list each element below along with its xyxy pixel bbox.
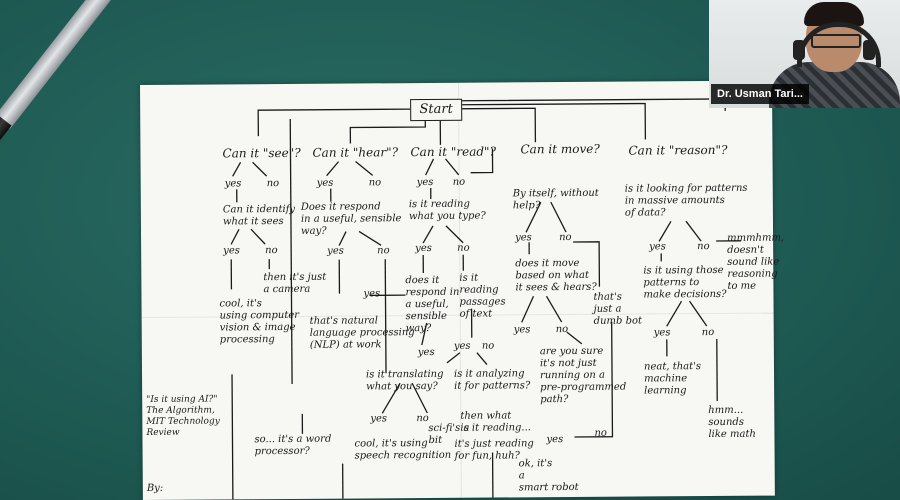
respond-no: no — [377, 245, 390, 257]
flowchart-arrows — [230, 98, 742, 500]
node-passages: is it reading passages of text — [459, 272, 506, 320]
node-nlp: that's natural language processing (NLP)… — [309, 315, 415, 351]
question-read: Can it "read"? — [410, 144, 497, 160]
hear-yes: yes — [316, 177, 334, 189]
node-by-itself: By itself, without help? — [512, 187, 599, 212]
pg-no: no — [594, 427, 607, 439]
node-not-reasoning: mmmhmm, doesn't sound like reasoning to … — [727, 232, 785, 292]
respond-yes: yes — [327, 245, 344, 257]
pt-yes: yes — [649, 241, 666, 253]
question-see: Can it "see"? — [222, 145, 301, 161]
dc-yes: yes — [653, 327, 671, 339]
question-hear: Can it "hear"? — [312, 145, 399, 160]
node-identify: Can it identify what it sees — [222, 203, 296, 228]
node-just-camera: then it's just a camera — [263, 271, 327, 296]
by-label: By: — [146, 482, 164, 494]
question-reason: Can it "reason"? — [628, 142, 728, 158]
pg-yes: yes — [546, 434, 564, 446]
mv-no: no — [559, 231, 572, 244]
mv-yes: yes — [515, 232, 532, 244]
tr-yes: yes — [370, 413, 388, 425]
question-move: Can it move? — [520, 141, 600, 157]
participant-name-label: Dr. Usman Tari... — [711, 84, 809, 104]
node-reading-type: is it reading what you type? — [408, 198, 486, 223]
yes-arrow-label: yes — [363, 288, 381, 300]
node-word-processor: so... it's a word processor? — [254, 433, 332, 458]
node-move-based: does it move based on what it sees & hea… — [515, 257, 597, 294]
see-no: no — [266, 178, 280, 190]
node-machine-learning: neat, that's machine learning — [643, 361, 702, 397]
node-analyzing: is it analyzing it for patterns? — [453, 368, 531, 392]
yes-label-translate: yes — [417, 346, 435, 359]
identify-yes: yes — [223, 245, 240, 257]
read-no: no — [452, 176, 466, 188]
rt-no: no — [457, 242, 470, 254]
participant-video-tile[interactable]: Dr. Usman Tari... — [709, 0, 900, 108]
yes-label-analyze: yes — [453, 340, 471, 352]
node-what-reading: then what is it reading... — [460, 410, 531, 434]
rt-yes: yes — [415, 242, 432, 255]
flowchart-paper: Start Can it "see"? Can it "hear"? Can i… — [140, 80, 784, 500]
node-respond: Does it respond in a useful, sensible wa… — [300, 201, 402, 237]
node-programmed: are you sure it's not just running on a … — [539, 345, 627, 406]
read-yes: yes — [416, 176, 434, 189]
dc-no: no — [701, 326, 715, 339]
see-yes: yes — [224, 178, 242, 190]
pt-no: no — [697, 241, 710, 253]
start-node: Start — [410, 98, 463, 122]
source-credit: "Is it using AI?" The Algorithm, MIT Tec… — [146, 394, 220, 438]
no-label-analyze: no — [481, 340, 495, 352]
node-math: hmm... sounds like math — [708, 404, 756, 441]
node-smart-robot: ok, it's a smart robot — [518, 458, 579, 494]
node-computer-vision: cool, it's using computer vision & image… — [219, 298, 300, 346]
tr-no: no — [416, 412, 429, 425]
node-respond-2: does it respond in a useful, sensible wa… — [405, 274, 460, 335]
node-dumb-bot: that's just a dumb bot — [593, 291, 643, 327]
mb-no: no — [555, 324, 569, 336]
hear-no: no — [368, 177, 382, 189]
node-decisions: is it using those patterns to make decis… — [643, 264, 727, 301]
node-patterns: is it looking for patterns in massive am… — [624, 182, 748, 219]
mb-yes: yes — [513, 324, 531, 336]
node-translating: is it translating what you say? — [365, 368, 444, 393]
identify-no: no — [265, 245, 278, 257]
